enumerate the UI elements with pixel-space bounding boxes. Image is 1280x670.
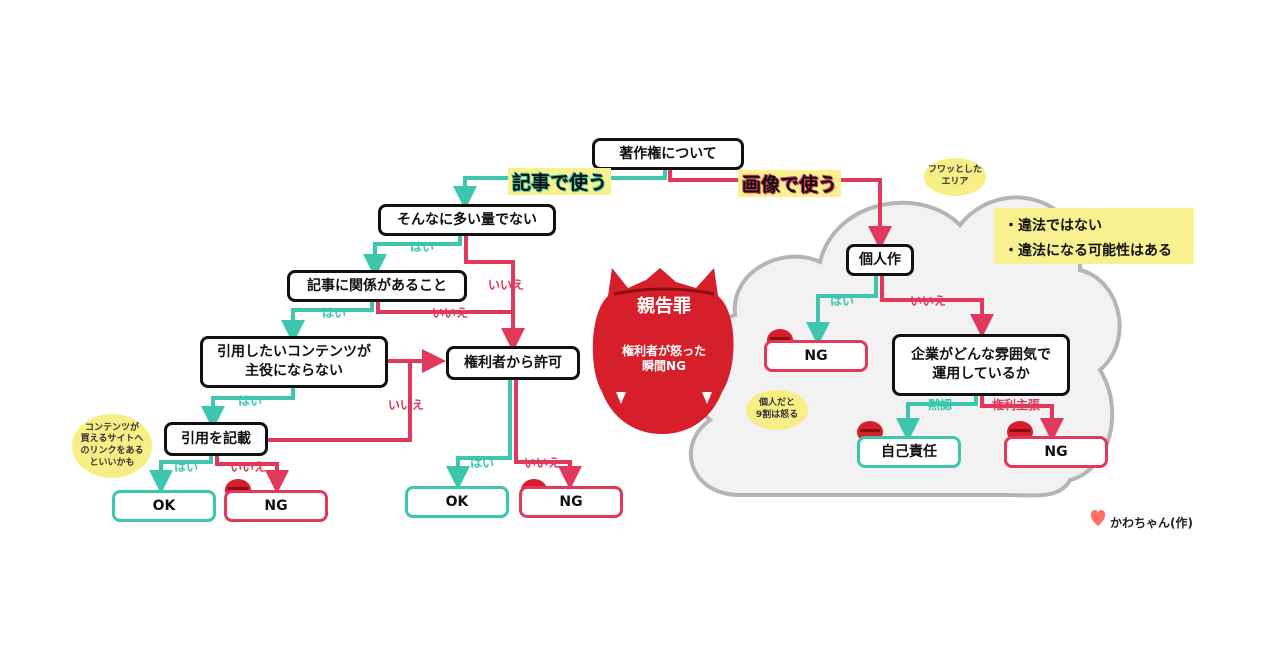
label-yes-permission: はい: [470, 456, 495, 470]
question-main-role: 引用したいコンテンツが 主役にならない: [200, 336, 388, 388]
credit: かわちゃん(作): [1110, 516, 1193, 530]
label-rights-claim: 権利主張: [992, 398, 1041, 412]
branch-image-label: 画像で使う: [738, 170, 842, 197]
result-ng-personal: NG: [764, 340, 868, 372]
label-yes-q1: はい: [410, 240, 435, 254]
question-amount: そんなに多い量でない: [378, 204, 556, 236]
result-ok-citation: OK: [112, 490, 216, 522]
legal-note-line-1: ・違法ではない: [1004, 218, 1102, 234]
company-atmosphere-box: 企業がどんな雰囲気で 運用しているか: [892, 334, 1070, 396]
result-self-responsibility: 自己責任: [857, 436, 961, 468]
label-yes-personal: はい: [830, 294, 855, 308]
oni-monster: [592, 268, 734, 434]
label-yes-q3: はい: [238, 394, 263, 408]
label-yes-q4: はい: [174, 460, 199, 474]
oni-title: 親告罪: [637, 296, 691, 317]
title-box: 著作権について: [592, 138, 744, 170]
label-no-q1: いいえ: [488, 278, 525, 292]
bubble-personal-anger: 個人だと 9割は怒る: [746, 390, 808, 430]
personal-work-box: 個人作: [846, 244, 914, 276]
label-no-q4: いいえ: [230, 460, 267, 474]
legal-note-line-2: ・違法になる可能性はある: [1004, 242, 1172, 259]
bubble-link-tip: コンテンツが 買えるサイトへ のリンクをある といいかも: [72, 414, 152, 478]
label-no-q2: いいえ: [432, 306, 469, 320]
flow-lines: [149, 168, 1064, 494]
permission-box: 権利者から許可: [446, 346, 580, 380]
question-citation: 引用を記載: [164, 422, 268, 456]
oni-text: 権利者が怒った 瞬間NG: [621, 344, 706, 373]
label-tacit: 黙認: [928, 398, 953, 412]
result-ng-permission: NG: [519, 486, 623, 518]
label-no-personal: いいえ: [910, 294, 947, 308]
bubble-fuzzy-area: フワッとした エリア: [924, 158, 986, 196]
result-ng-citation: NG: [224, 490, 328, 522]
result-ng-rights-claim: NG: [1004, 436, 1108, 468]
result-ok-permission: OK: [405, 486, 509, 518]
label-no-permission: いいえ: [524, 456, 561, 470]
label-no-q3: いいえ: [388, 398, 425, 412]
question-relevance: 記事に関係があること: [287, 270, 467, 302]
heart-icon: [1090, 510, 1106, 526]
branch-article-label: 記事で使う: [508, 168, 612, 195]
label-yes-q2: はい: [322, 306, 347, 320]
legal-note: ・違法ではない ・違法になる可能性はある: [994, 208, 1194, 264]
